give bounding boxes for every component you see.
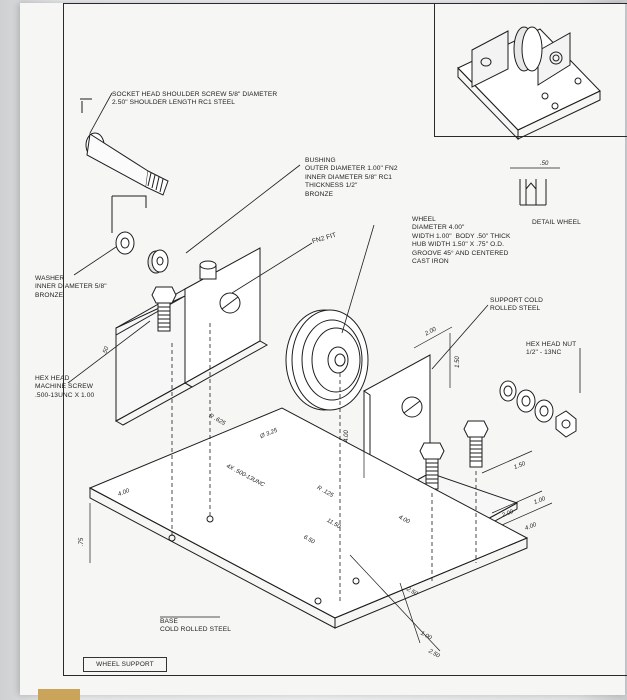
right-washer-nut-group	[499, 380, 577, 438]
dim-50: .50	[540, 161, 549, 167]
wheel-label: WHEEL DIAMETER 4.00" WIDTH 1.00" BODY .5…	[412, 216, 511, 266]
wheel-drawing	[285, 309, 369, 411]
dim-400: 4.00	[343, 430, 350, 442]
desk-edge	[38, 689, 80, 700]
washer-label: WASHER INNER DIAMETER 5/8" BRONZE	[35, 275, 107, 299]
base-plate	[88, 407, 529, 629]
assembled-view-box	[434, 3, 627, 137]
title-block: WHEEL SUPPORT	[83, 657, 167, 672]
left-angle-bracket	[114, 247, 269, 426]
support-label: SUPPORT COLD ROLLED STEEL	[490, 297, 543, 313]
exploded-assembly-drawing	[67, 26, 601, 652]
dim-150: 1.50	[454, 356, 461, 368]
left-hex-screw	[151, 286, 177, 332]
screw-label: SOCKET HEAD SHOULDER SCREW 5/8" DIAMETER…	[112, 91, 278, 107]
dim-75: .75	[79, 537, 86, 547]
projection-lines	[171, 323, 477, 603]
bushing-label: BUSHING OUTER DIAMETER 1.00" FN2 INNER D…	[305, 157, 398, 198]
washer-drawing	[115, 231, 135, 255]
detail-wheel-label: DETAIL WHEEL	[532, 219, 581, 226]
bushing-drawing	[147, 249, 169, 274]
hex-screw-label: HEX HEAD MACHINE SCREW .500-13UNC X 1.00	[35, 375, 95, 399]
drawing-border	[63, 3, 627, 676]
base-label: BASE COLD ROLLED STEEL	[160, 618, 231, 634]
leader-lines	[67, 92, 581, 618]
assembled-iso-view	[457, 26, 601, 141]
hex-nut-label: HEX HEAD NUT 1/2" - 13NC	[526, 341, 577, 357]
shoulder-screw-drawing	[81, 101, 169, 196]
dimension-lines	[89, 167, 560, 652]
detail-wheel-sketch	[519, 179, 547, 206]
drawing-sheet: SOCKET HEAD SHOULDER SCREW 5/8" DIAMETER…	[20, 3, 627, 695]
